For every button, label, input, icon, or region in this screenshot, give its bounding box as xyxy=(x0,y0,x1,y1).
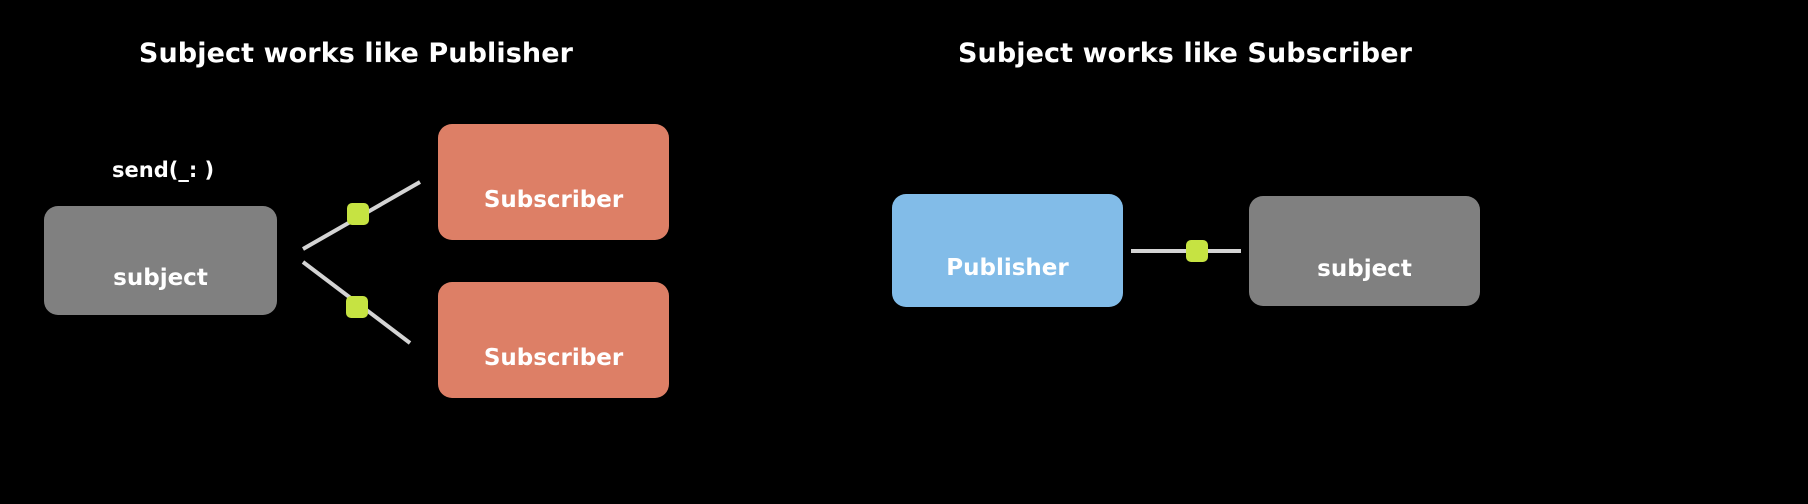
subscriber-node-2[interactable]: Subscriber xyxy=(438,282,669,398)
publisher-node-label: Publisher xyxy=(946,255,1069,281)
send-method-label: send(_: ) xyxy=(112,158,215,182)
panel-title-right: Subject works like Subscriber xyxy=(957,38,1413,69)
publisher-node[interactable]: Publisher xyxy=(892,194,1123,307)
subscriber-node-1-label: Subscriber xyxy=(483,186,624,213)
connector-joint-middle[interactable] xyxy=(1186,240,1208,262)
connector-joint-lower[interactable] xyxy=(346,296,368,318)
subject-node-right-label: subject xyxy=(1317,255,1412,282)
panel-title-left: Subject works like Publisher xyxy=(138,38,574,69)
subject-node-label: subject xyxy=(113,265,208,291)
subject-node[interactable]: subject xyxy=(44,206,277,315)
subscriber-node-2-label: Subscriber xyxy=(483,344,624,371)
connector-joint-upper[interactable] xyxy=(347,203,369,225)
subscriber-node-1[interactable]: Subscriber xyxy=(438,124,669,240)
subject-node-right[interactable]: subject xyxy=(1249,196,1480,306)
